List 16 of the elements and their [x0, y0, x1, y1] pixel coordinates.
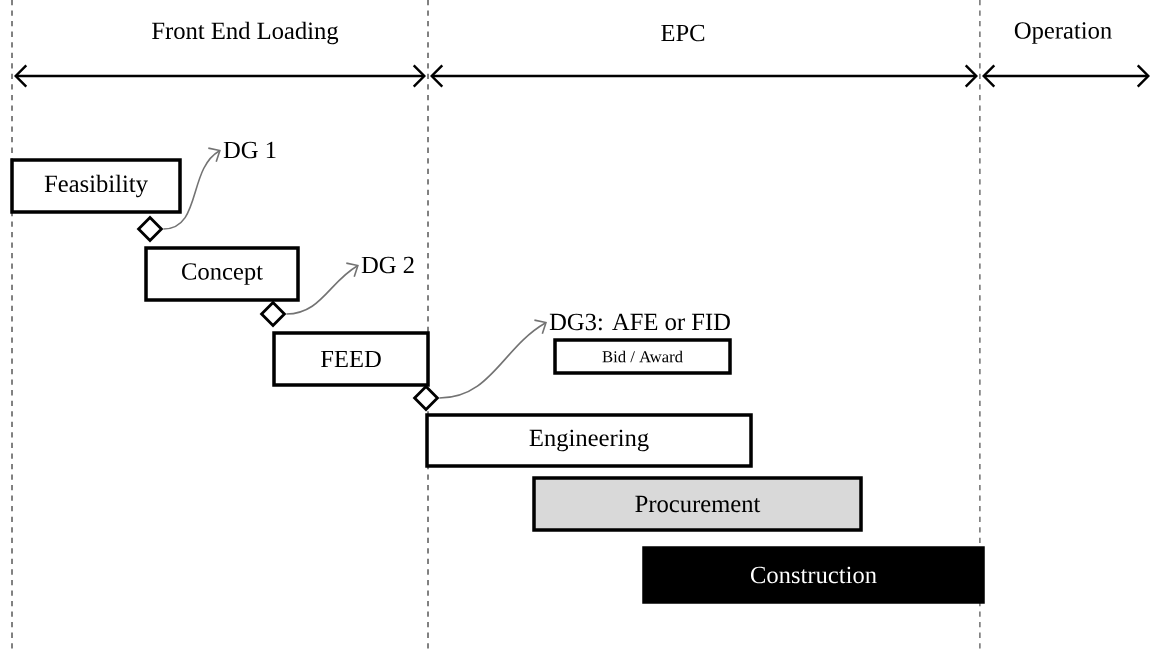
arrow	[285, 262, 359, 315]
activity-bar: Procurement	[532, 476, 863, 532]
decision-gate-label: DG 1	[223, 141, 276, 159]
decision-gate-label: DG3: AFE or FID	[549, 313, 730, 331]
arrow	[438, 319, 547, 399]
phase-label: EPC	[661, 24, 705, 42]
phase-box: Concept	[144, 246, 300, 302]
arrow	[162, 147, 221, 230]
decision-gate-label: DG 2	[361, 256, 414, 274]
phase-box: Bid / Award	[553, 338, 732, 375]
phase-label: Front End Loading	[152, 21, 339, 45]
activity-bar: Construction	[642, 546, 985, 604]
phase-box: Feasibility	[10, 158, 182, 214]
phase-box: FEED	[272, 331, 430, 387]
activity-bar: Engineering	[425, 413, 753, 468]
phase-label: Operation	[1014, 22, 1112, 44]
